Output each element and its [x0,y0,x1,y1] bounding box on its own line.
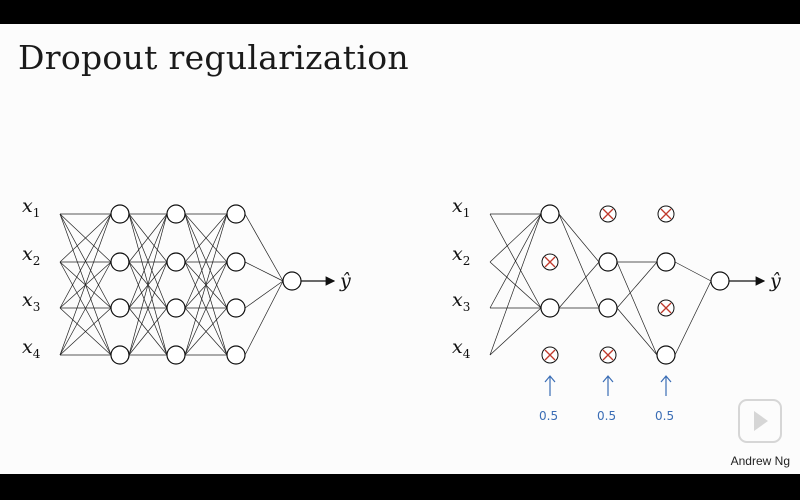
right-input-x2: x2 [452,243,470,268]
slide: Dropout regularization [0,24,800,474]
network-diagrams: x1 x2 x3 x4 ŷ [22,195,781,423]
dropped-node-icon [541,346,559,364]
left-nodes [110,204,302,365]
up-arrow-icon [660,375,672,396]
dropped-node-icon [657,205,675,223]
dropped-node-icon [599,205,617,223]
left-network: x1 x2 x3 x4 ŷ [22,195,351,365]
right-network: x1 x2 x3 x4 ŷ 0.5 0.5 0.5 [452,195,781,423]
dropped-node-icon [599,346,617,364]
dropped-node-icon [541,253,559,271]
keep-prob-arrows [544,375,672,396]
top-black-bar [0,0,800,24]
keep-prob-label-1: 0.5 [539,409,558,423]
left-input-x3: x3 [22,289,40,314]
left-input-x4: x4 [22,336,41,361]
right-output-yhat: ŷ [769,270,781,292]
right-edges [489,213,712,356]
right-nodes [540,204,730,365]
left-input-x2: x2 [22,243,40,268]
left-edges [59,213,284,356]
play-icon [738,399,782,443]
right-input-x4: x4 [452,336,471,361]
author-credit: Andrew Ng [730,454,790,468]
keep-prob-label-2: 0.5 [597,409,616,423]
dropped-node-icon [657,299,675,317]
left-output-yhat: ŷ [339,270,351,292]
page-title: Dropout regularization [18,38,409,77]
right-input-x3: x3 [452,289,470,314]
bottom-black-bar [0,474,800,500]
keep-prob-label-3: 0.5 [655,409,674,423]
dropped-nodes [541,205,675,364]
right-input-x1: x1 [452,195,470,220]
up-arrow-icon [602,375,614,396]
up-arrow-icon [544,375,556,396]
left-input-x1: x1 [22,195,40,220]
